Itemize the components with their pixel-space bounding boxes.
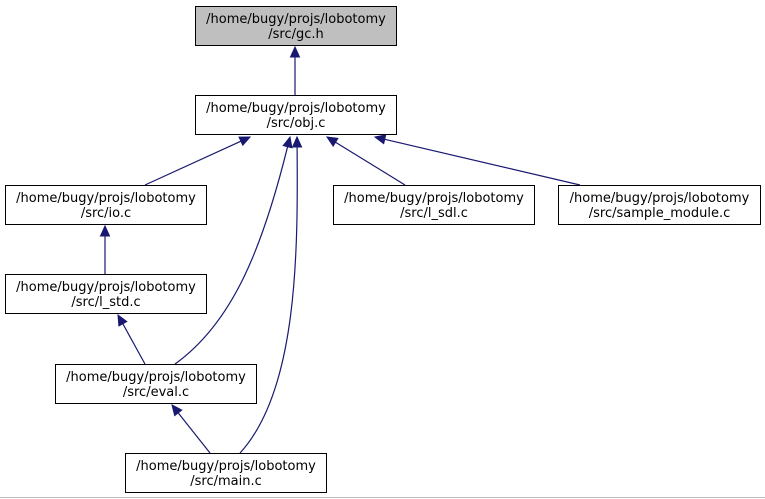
node-box: [333, 185, 535, 225]
node-file-label: /src/eval.c: [123, 385, 189, 400]
node-file-label: /src/main.c: [190, 474, 262, 489]
node-path-label: /home/bugy/projs/lobotomy: [16, 191, 196, 206]
file-node-io-c[interactable]: /home/bugy/projs/lobotomy/src/io.c: [5, 185, 207, 225]
dependency-edge-main-c-to-eval-c: [171, 404, 211, 454]
bottom-divider: [0, 497, 765, 498]
file-node-l-std-c[interactable]: /home/bugy/projs/lobotomy/src/l_std.c: [5, 274, 207, 314]
dependency-edge-l-sdl-c-to-obj-c: [325, 136, 406, 186]
node-file-label: /src/l_sdl.c: [400, 206, 468, 221]
arrowhead-icon: [99, 224, 111, 237]
node-box: [5, 274, 207, 314]
dependency-edge-obj-c-to-gc-h: [289, 45, 301, 95]
file-node-sample-module-c[interactable]: /home/bugy/projs/lobotomy/src/sample_mod…: [558, 185, 761, 225]
file-node-obj-c[interactable]: /home/bugy/projs/lobotomy/src/obj.c: [195, 95, 397, 135]
node-file-label: /src/gc.h: [268, 27, 324, 42]
node-box: [55, 364, 257, 404]
node-path-label: /home/bugy/projs/lobotomy: [66, 370, 246, 385]
dependency-edge-io-c-to-obj-c: [144, 136, 252, 186]
node-box: [558, 185, 761, 225]
nodes-layer: /home/bugy/projs/lobotomy/src/gc.h/home/…: [5, 6, 761, 493]
edge-line: [144, 140, 242, 186]
dependency-edge-sample-module-c-to-obj-c: [373, 134, 581, 186]
node-box: [195, 6, 397, 46]
arrowhead-icon: [325, 136, 339, 147]
arrowhead-icon: [291, 135, 303, 148]
node-box: [125, 453, 327, 493]
arrowhead-icon: [238, 136, 252, 147]
dependency-edge-main-c-to-obj-c: [239, 135, 303, 454]
arrowhead-icon: [282, 135, 293, 149]
edges-layer: [99, 45, 581, 454]
node-path-label: /home/bugy/projs/lobotomy: [206, 101, 386, 116]
node-path-label: /home/bugy/projs/lobotomy: [570, 191, 750, 206]
edge-line: [174, 146, 289, 365]
dependency-edge-eval-c-to-obj-c: [174, 135, 293, 365]
node-box: [5, 185, 207, 225]
node-file-label: /src/l_std.c: [71, 295, 140, 310]
file-node-gc-h[interactable]: /home/bugy/projs/lobotomy/src/gc.h: [195, 6, 397, 46]
node-path-label: /home/bugy/projs/lobotomy: [206, 12, 386, 27]
edge-line: [122, 323, 146, 365]
arrowhead-icon: [171, 404, 183, 417]
dependency-edge-eval-c-to-l-std-c: [117, 313, 146, 365]
file-node-l-sdl-c[interactable]: /home/bugy/projs/lobotomy/src/l_sdl.c: [333, 185, 535, 225]
node-path-label: /home/bugy/projs/lobotomy: [344, 191, 524, 206]
file-node-eval-c[interactable]: /home/bugy/projs/lobotomy/src/eval.c: [55, 364, 257, 404]
edge-line: [335, 141, 406, 186]
node-file-label: /src/io.c: [81, 206, 131, 221]
dependency-edge-l-std-c-to-io-c: [99, 224, 111, 274]
arrowhead-icon: [289, 45, 301, 58]
arrowhead-icon: [373, 134, 387, 145]
node-path-label: /home/bugy/projs/lobotomy: [136, 459, 316, 474]
edge-line: [384, 138, 581, 186]
node-path-label: /home/bugy/projs/lobotomy: [16, 280, 196, 295]
edge-line: [239, 146, 298, 454]
node-box: [195, 95, 397, 135]
node-file-label: /src/obj.c: [267, 116, 326, 131]
node-file-label: /src/sample_module.c: [589, 206, 731, 221]
edge-line: [177, 412, 211, 454]
arrowhead-icon: [117, 313, 128, 327]
file-node-main-c[interactable]: /home/bugy/projs/lobotomy/src/main.c: [125, 453, 327, 493]
